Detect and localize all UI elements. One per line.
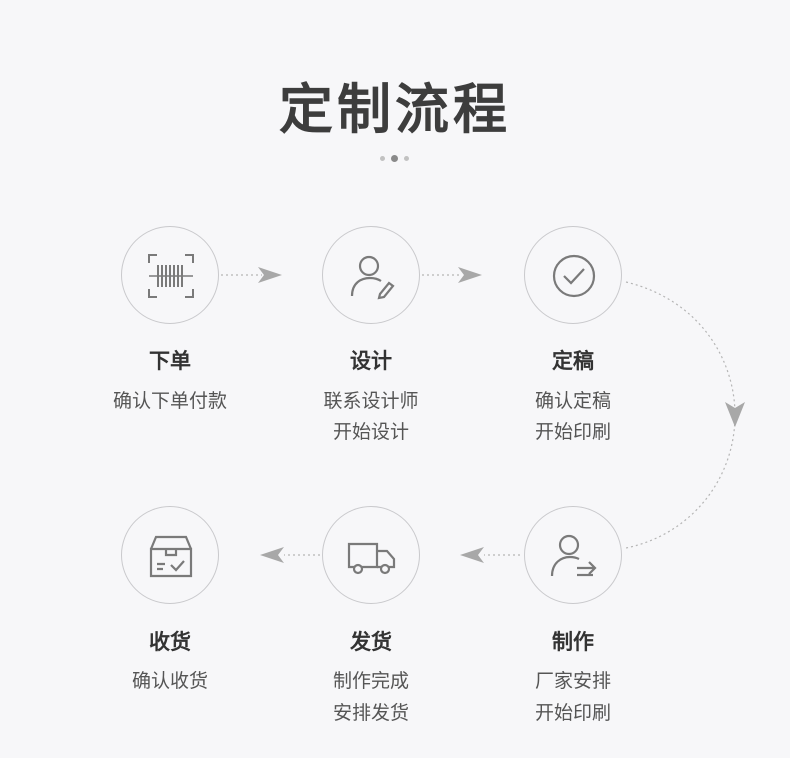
barcode-scan-icon [148,254,194,298]
designer-user-pen-icon [350,255,395,300]
step-3-title: 定稿 [552,349,594,373]
step-6-title: 收货 [149,630,191,654]
step-6-desc: 确认收货 [131,670,208,692]
step-3-desc: 确认定稿 [534,390,611,412]
dot [404,156,409,161]
package-box-icon [149,535,193,578]
check-circle-icon [552,254,596,298]
dot-active [391,155,398,162]
step-2-desc: 联系设计师 [323,390,419,412]
step-4-desc: 厂家安排 [534,670,611,692]
step-1-desc: 确认下单付款 [112,390,227,412]
arrow-left-icon [460,547,484,563]
arrow-right-icon [258,267,282,283]
step-2-circle [322,226,420,324]
arrow-left-icon [260,547,284,563]
step-5-desc: 制作完成 [332,670,409,692]
delivery-truck-icon [347,542,396,575]
dot [380,156,385,161]
step-1-circle [121,226,219,324]
step-4-circle [524,506,622,604]
step-6-circle [121,506,219,604]
step-2-title: 设计 [350,349,392,373]
user-arrow-icon [550,534,597,577]
page-title: 定制流程 [279,78,511,141]
step-5-title: 发货 [350,630,392,654]
step-4-desc: 开始印刷 [534,702,611,724]
step-3-circle [524,226,622,324]
title-dots-decoration [380,155,410,163]
arrow-down-icon [725,402,745,427]
step-4-title: 制作 [552,630,594,654]
step-5-circle [322,506,420,604]
step-5-desc: 安排发货 [332,702,409,724]
step-1-title: 下单 [149,349,191,373]
step-2-desc: 开始设计 [332,421,409,443]
arrow-right-icon [458,267,482,283]
step-3-desc: 开始印刷 [534,421,611,443]
